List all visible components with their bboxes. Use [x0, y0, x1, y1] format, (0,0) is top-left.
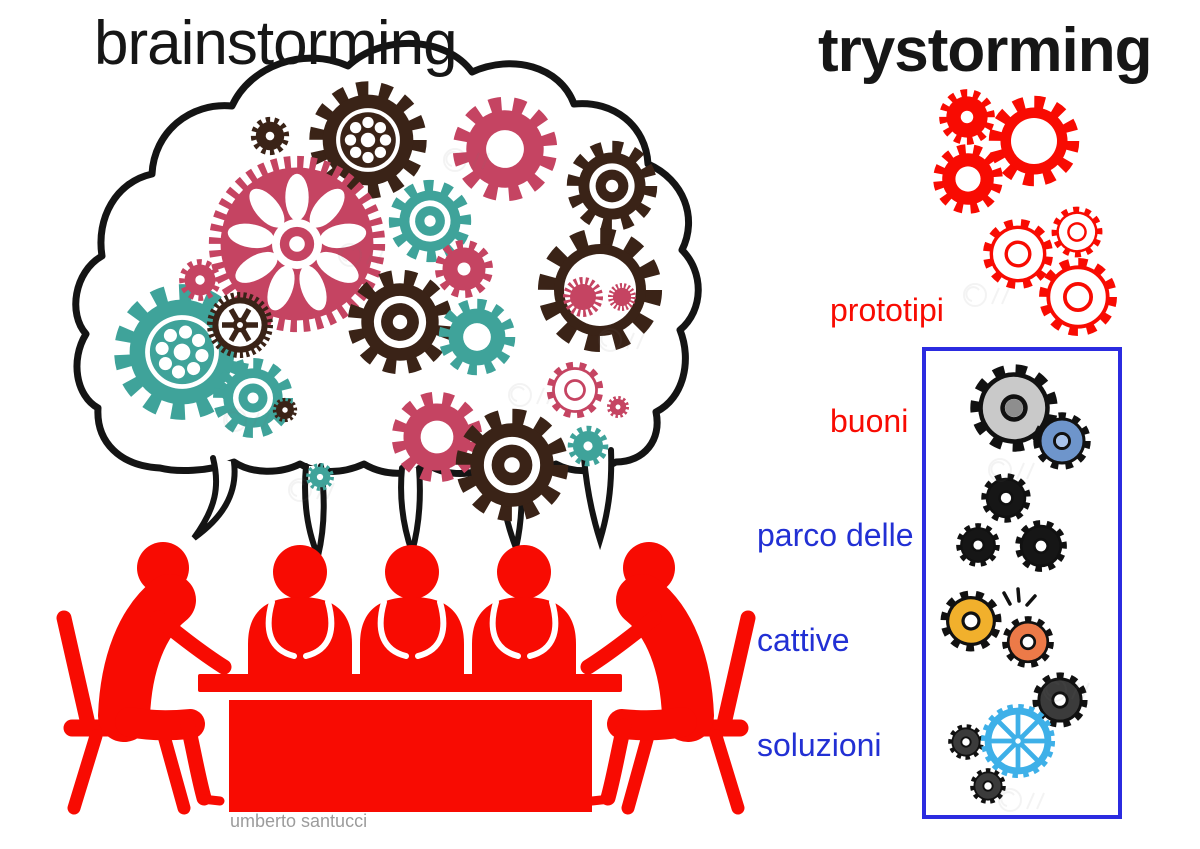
meeting-scene [64, 542, 748, 812]
gear-icon [938, 588, 1005, 655]
good-prototype-gears [933, 88, 1112, 332]
gear-icon [606, 395, 630, 419]
gear-icon [444, 304, 510, 370]
gear-icon [938, 88, 997, 147]
gear-icon [959, 526, 997, 564]
gear-outline-icon [984, 220, 1051, 287]
bad-solutions-label: parco delle cattive soluzioni [757, 448, 914, 833]
gear-icon [573, 147, 651, 225]
gear-outline-icon [1048, 203, 1106, 261]
brainstorming-title: brainstorming [94, 9, 458, 78]
gear-icon [453, 97, 557, 201]
table-top [198, 674, 622, 692]
cloud-gears [113, 89, 653, 514]
gear-icon [351, 273, 449, 371]
good-prototypes-label-line1: prototipi [830, 292, 944, 328]
bad-solutions-label-line1: parco delle [757, 517, 914, 553]
gear-outline-icon [1044, 263, 1113, 332]
person-middle [248, 545, 352, 676]
gear-icon [464, 417, 561, 514]
gear-icon [948, 724, 984, 760]
gear-hub [1005, 399, 1023, 417]
gear-icon [1006, 620, 1051, 665]
trystorming-title: trystorming [818, 16, 1152, 85]
gear-hub [1056, 435, 1068, 447]
bad-solutions-label-line2: cattive [757, 622, 850, 658]
gear-icon [306, 463, 334, 491]
author-credit: umberto santucci [230, 811, 368, 831]
bad-solutions-label-line3: soluzioni [757, 727, 882, 763]
person-middle [472, 545, 576, 676]
good-prototypes-label: prototipi buoni [830, 218, 944, 514]
gear-hole [1011, 118, 1057, 164]
table-front [229, 700, 592, 812]
box-border [922, 347, 1122, 819]
spark-lines [1002, 587, 1037, 607]
good-prototypes-label-line2: buoni [830, 403, 909, 439]
person-middle [360, 545, 464, 676]
brainstorm-gear-cloud [72, 39, 702, 566]
gear-icon [1012, 517, 1071, 576]
gear-icon [933, 144, 1003, 214]
wheel-gear-icon [984, 707, 1052, 775]
bad-solutions-box [922, 347, 1122, 819]
gear-icon [219, 364, 288, 433]
